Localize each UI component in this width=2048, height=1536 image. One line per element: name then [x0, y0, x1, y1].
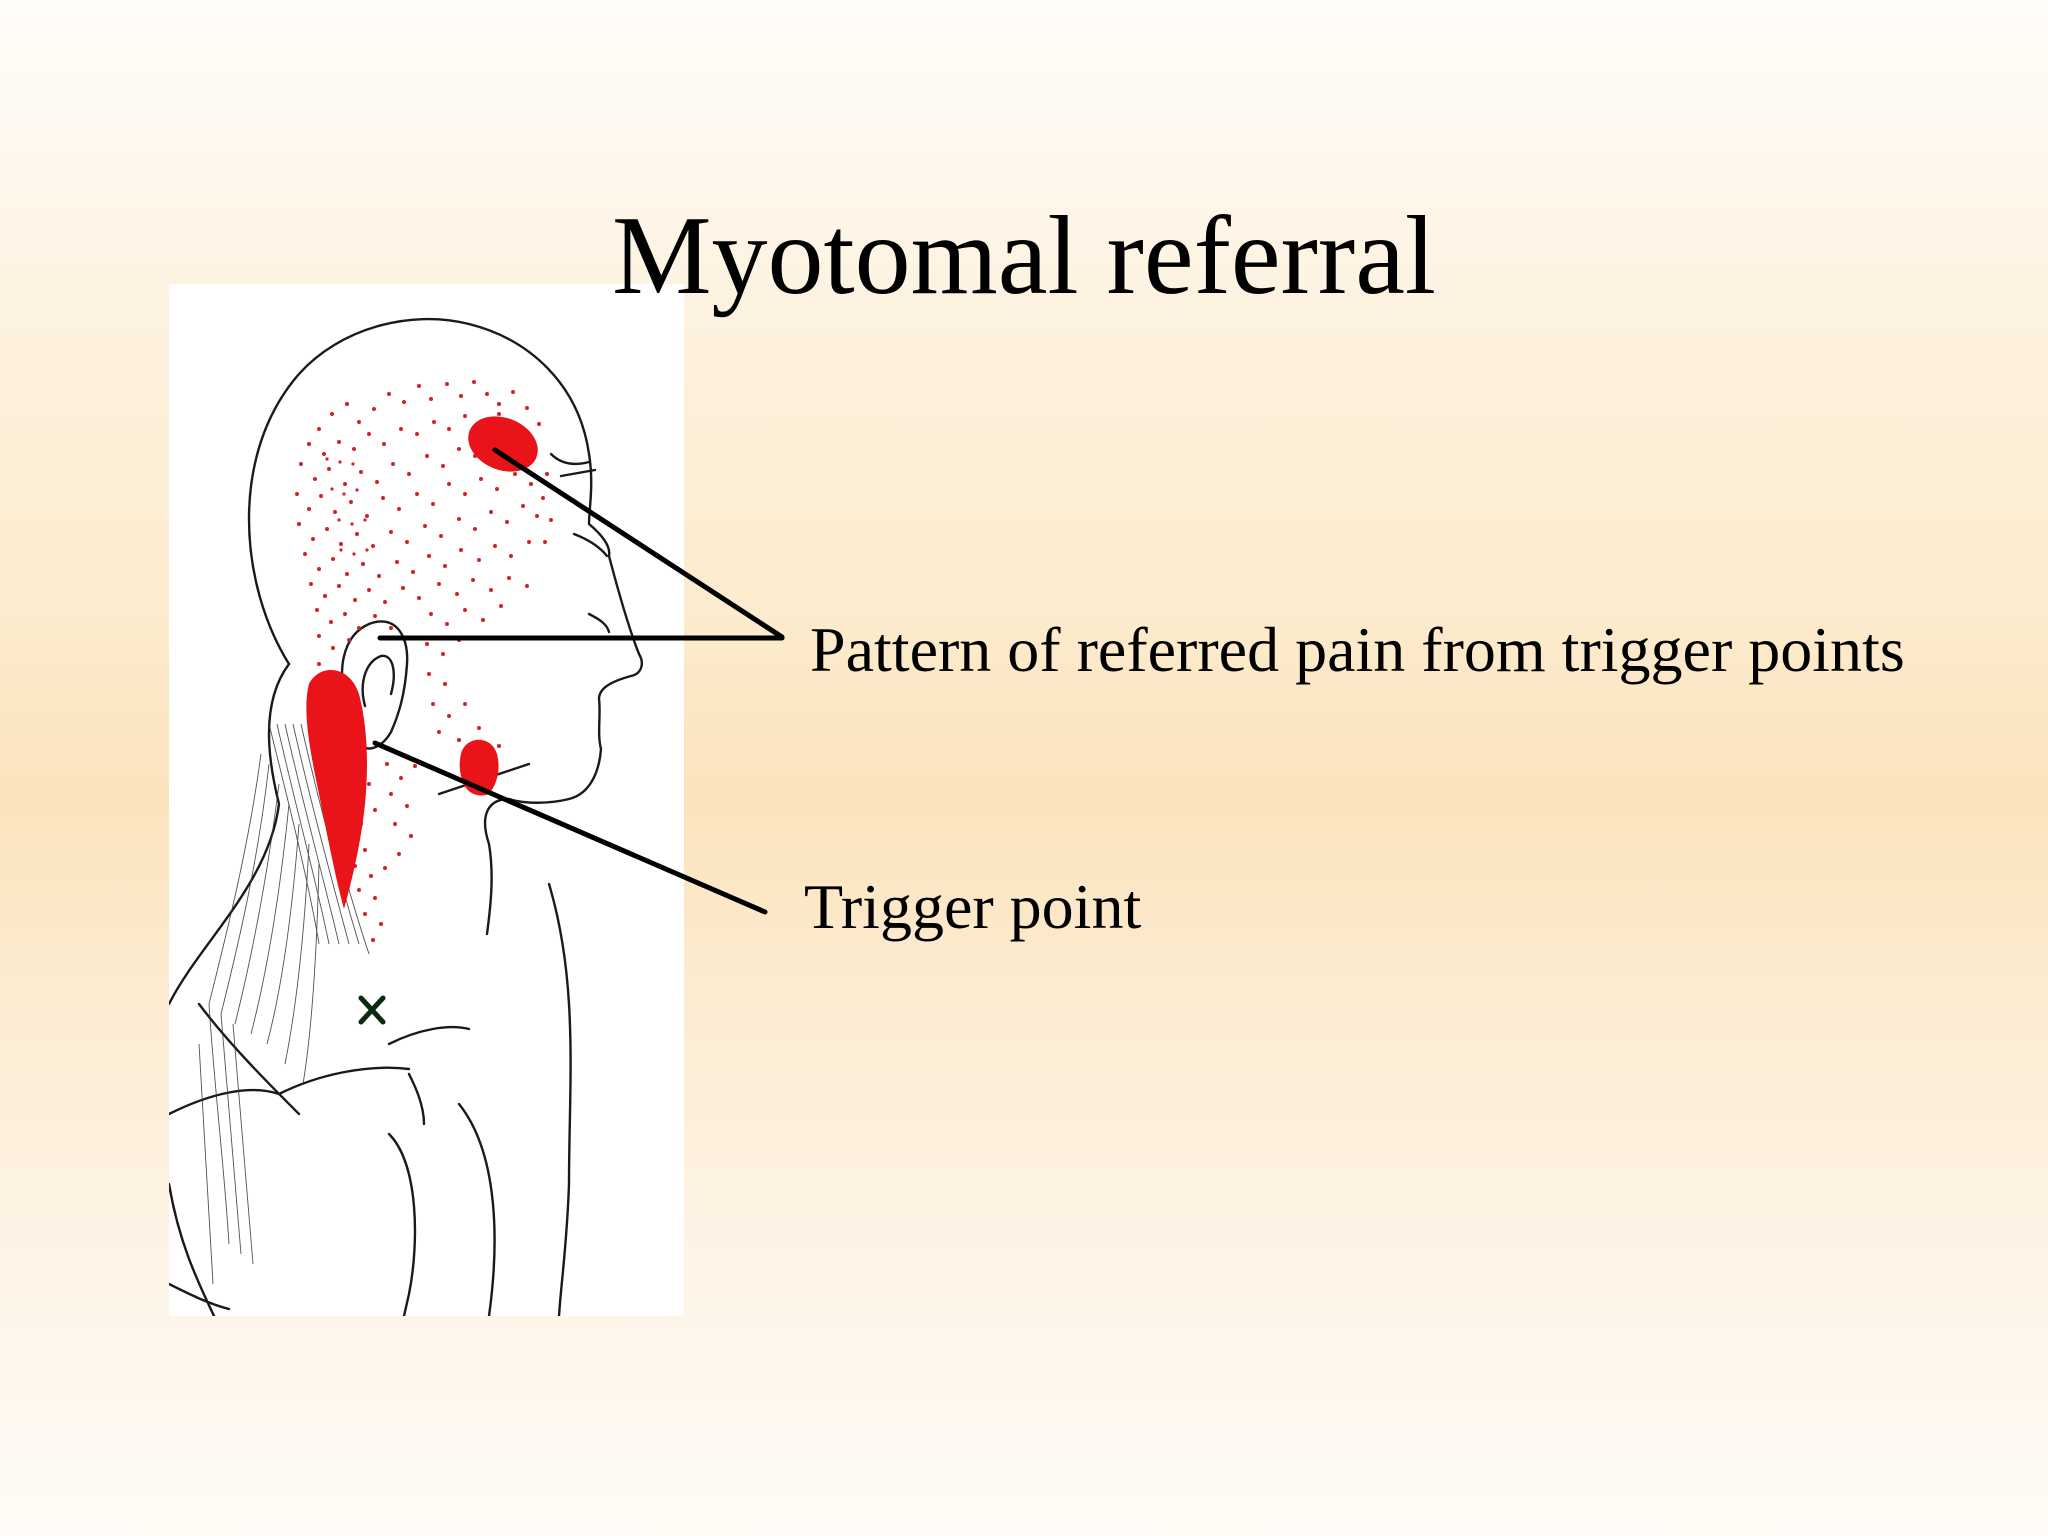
pain-zones: [306, 416, 538, 909]
leader-line-trigger: [372, 740, 768, 915]
neck-pain-zone: [306, 670, 367, 909]
head-neck-illustration: [169, 284, 684, 1316]
trigger-point-label: Trigger point: [804, 871, 1142, 942]
leader-line-temple: [492, 447, 785, 640]
temple-pain-zone: [468, 416, 538, 472]
referred-pain-label: Pattern of referred pain from trigger po…: [810, 614, 1905, 685]
slide-title: Myotomal referral: [611, 194, 1437, 318]
trigger-point-marker: [358, 995, 386, 1025]
